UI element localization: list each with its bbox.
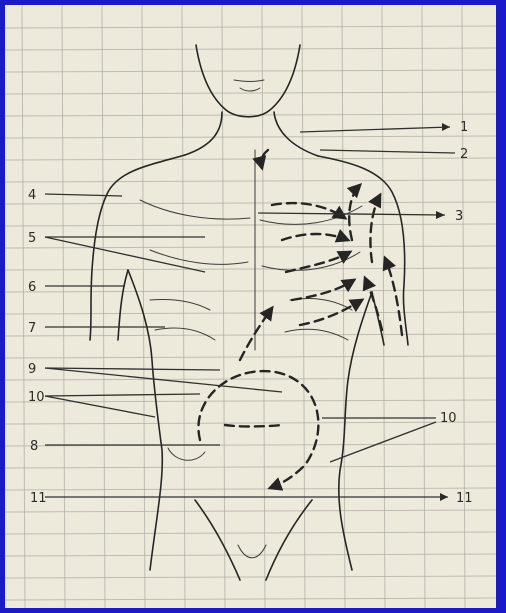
label-3: 3	[455, 209, 463, 224]
label-11-left: 11	[30, 491, 47, 506]
label-11-right: 11	[456, 491, 473, 506]
label-7: 7	[28, 321, 36, 336]
label-4: 4	[28, 188, 36, 203]
label-9: 9	[28, 362, 36, 377]
label-10-left: 10	[28, 390, 45, 405]
label-2: 2	[460, 147, 468, 162]
label-5: 5	[28, 231, 36, 246]
label-1: 1	[460, 120, 468, 135]
label-10-right: 10	[440, 411, 457, 426]
label-6: 6	[28, 280, 36, 295]
label-8: 8	[30, 439, 38, 454]
